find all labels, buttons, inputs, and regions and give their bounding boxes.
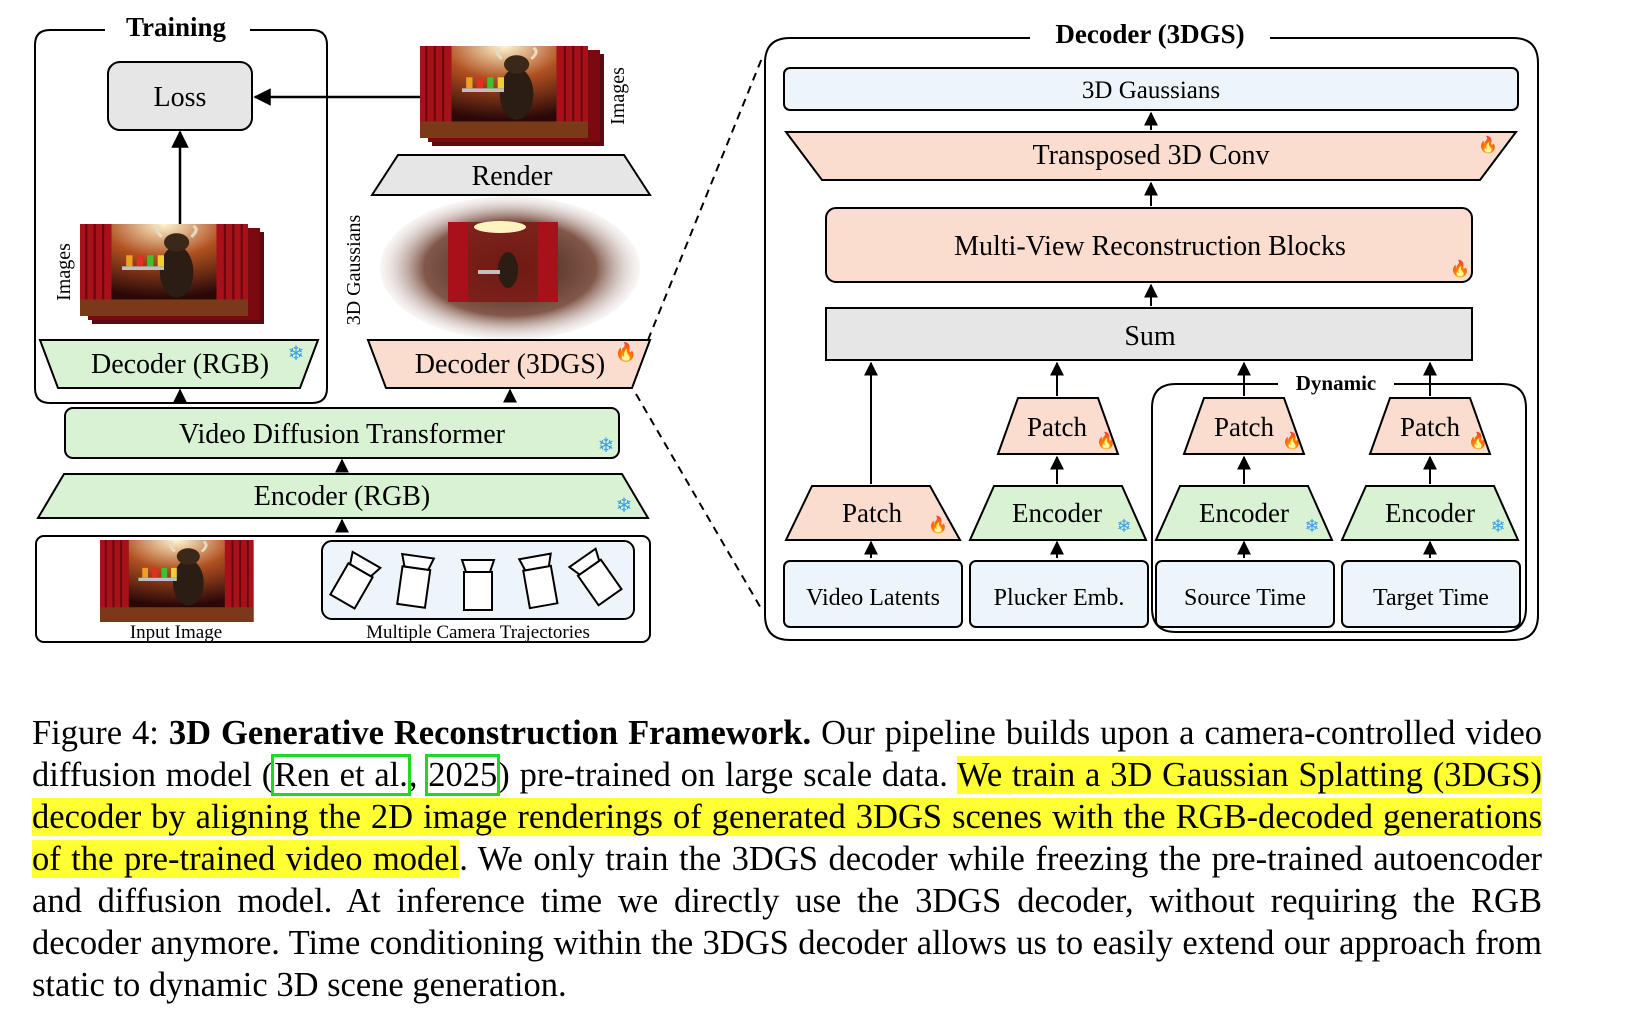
citation-author-link[interactable]: Ren et al. — [271, 754, 411, 796]
input-label-3: Source Time — [1184, 585, 1306, 611]
patch-label-1: Patch — [842, 498, 902, 528]
snowflake-icon: ❄ — [598, 435, 615, 457]
input-image — [98, 538, 256, 624]
trajectories-label: Multiple Camera Trajectories — [366, 622, 590, 643]
figure-caption: Figure 4: 3D Generative Reconstruction F… — [32, 712, 1542, 1006]
dynamic-group — [1151, 383, 1527, 633]
images-label-right: Images — [607, 67, 629, 125]
snowflake-icon: ❄ — [1116, 516, 1131, 536]
patch-label-2: Patch — [1027, 412, 1087, 442]
snowflake-icon: ❄ — [1304, 516, 1319, 536]
sum-label: Sum — [1124, 321, 1176, 352]
encoder-block-3 — [1154, 485, 1334, 541]
flame-icon: 🔥 — [1282, 431, 1302, 450]
flame-icon: 🔥 — [1468, 431, 1488, 450]
patch-block-4 — [1368, 397, 1492, 455]
decoder-rgb-label: Decoder (RGB) — [91, 349, 269, 380]
images-label-left: Images — [53, 243, 75, 301]
flame-icon: 🔥 — [615, 341, 637, 362]
rendered-images — [418, 44, 604, 146]
decoder-rgb-block — [38, 339, 320, 389]
gaussians-preview — [380, 196, 640, 340]
snowflake-icon: ❄ — [616, 495, 633, 517]
zoom-line-bottom — [635, 393, 763, 611]
decoder-panel-title: Decoder (3DGS) — [1055, 19, 1244, 49]
snowflake-icon: ❄ — [288, 343, 305, 365]
render-path: Images Render 3D Gaussians Decoder (3DGS… — [343, 44, 652, 403]
loss-box — [107, 61, 253, 131]
input-video-latents — [783, 560, 963, 628]
caption-label: Figure 4: — [32, 714, 159, 752]
encoder-label-3: Encoder — [1199, 498, 1289, 528]
render-label: Render — [472, 161, 554, 192]
flame-icon: 🔥 — [1478, 135, 1498, 154]
encoder-rgb-label: Encoder (RGB) — [254, 481, 431, 512]
figure-diagram: Training Loss Images Decoder (RGB) ❄ Ima… — [34, 12, 1539, 643]
inputs-box — [35, 535, 651, 643]
snowflake-icon: ❄ — [1490, 516, 1505, 536]
dynamic-label: Dynamic — [1296, 371, 1377, 395]
encoder-block-4 — [1340, 485, 1520, 541]
decoder-3dgs-label: Decoder (3DGS) — [415, 349, 606, 380]
zoom-line-top — [647, 57, 763, 341]
render-block — [370, 154, 652, 196]
encoder-rgb-block — [36, 473, 650, 519]
rgb-images — [78, 222, 264, 324]
patch-block-2 — [996, 397, 1120, 455]
caption-text-1: Our pipeline builds upon a camera-contro… — [32, 714, 1543, 794]
patch-block-1 — [784, 485, 962, 541]
pipeline: Video Diffusion Transformer ❄ Encoder (R… — [35, 407, 651, 643]
tconv-label: Transposed 3D Conv — [1033, 140, 1270, 171]
citation-year-link[interactable]: 2025 — [425, 754, 501, 796]
input-source-time — [1155, 560, 1335, 628]
input-target-time — [1341, 560, 1521, 628]
caption-text-3: . We only train the 3DGS decoder while f… — [32, 840, 1542, 1004]
input-label-2: Plucker Emb. — [994, 585, 1125, 611]
input-label-1: Video Latents — [806, 585, 940, 611]
citation-separator: , — [408, 756, 428, 794]
patch-label-3: Patch — [1214, 412, 1274, 442]
input-plucker — [969, 560, 1149, 628]
caption-text-2: ) pre-trained on large scale data. — [498, 756, 958, 794]
vdt-block — [64, 407, 620, 459]
flame-icon: 🔥 — [928, 515, 948, 534]
decoder-3dgs-block — [366, 339, 652, 389]
input-image-label: Input Image — [130, 622, 222, 643]
caption-title: 3D Generative Reconstruction Framework. — [168, 714, 812, 752]
mvrb-label: Multi-View Reconstruction Blocks — [954, 231, 1346, 262]
flame-icon: 🔥 — [1096, 431, 1116, 450]
loss-label: Loss — [154, 82, 207, 113]
sum-block — [825, 307, 1473, 361]
vdt-label: Video Diffusion Transformer — [179, 419, 506, 450]
training-group: Training Loss Images Decoder (RGB) ❄ — [34, 12, 420, 404]
camera-icons — [329, 547, 623, 611]
gaussians-output-label: 3D Gaussians — [1082, 77, 1220, 104]
input-label-4: Target Time — [1373, 585, 1489, 611]
training-title: Training — [126, 12, 227, 42]
tconv-block — [784, 131, 1518, 181]
gaussians-label-left: 3D Gaussians — [343, 215, 365, 326]
patch-label-4: Patch — [1400, 412, 1460, 442]
encoder-block-2 — [968, 485, 1148, 541]
decoder-3dgs-panel: Decoder (3DGS) 3D Gaussians Transposed 3… — [764, 19, 1539, 641]
encoder-label-2: Encoder — [1012, 498, 1102, 528]
flame-icon: 🔥 — [1450, 259, 1470, 278]
mvrb-block — [825, 207, 1473, 283]
encoder-label-4: Encoder — [1385, 498, 1475, 528]
patch-block-3 — [1182, 397, 1306, 455]
gaussians-output-block — [783, 67, 1519, 111]
